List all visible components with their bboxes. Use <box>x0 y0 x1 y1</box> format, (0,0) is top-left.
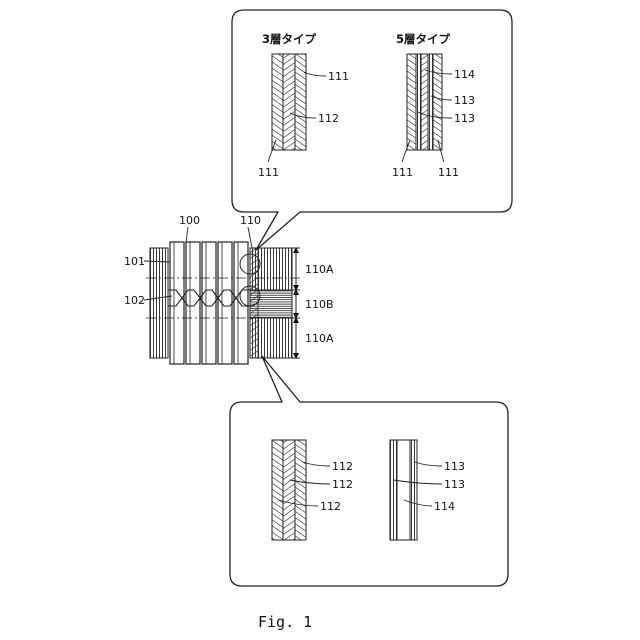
label-102: 102 <box>124 294 145 307</box>
leader-110 <box>248 227 252 248</box>
top-callout: 3層タイプ 111 112 111 5層タイプ 114 113 113 <box>232 10 512 250</box>
label-111-bl: 111 <box>392 166 413 179</box>
left-label-1: 112 <box>332 460 353 473</box>
label-110A-top: 110A <box>305 263 334 276</box>
label-111-top: 111 <box>328 70 349 83</box>
layer-114 <box>421 54 428 150</box>
right-label-1: 113 <box>444 460 465 473</box>
layer-111-right <box>295 54 306 150</box>
label-114: 114 <box>454 68 475 81</box>
label-100: 100 <box>179 214 200 227</box>
layer-112-center <box>283 54 295 150</box>
bottom-callout: 112 112 112 113 113 114 <box>230 356 508 586</box>
right-label-2: 113 <box>444 478 465 491</box>
left-outer-strip <box>150 248 168 358</box>
right-stack-layer-2 <box>397 440 410 540</box>
bar-2 <box>186 242 200 364</box>
layer-111-l <box>407 54 416 150</box>
label-113-a: 113 <box>454 94 475 107</box>
right-label-3: 114 <box>434 500 455 513</box>
label-111-br: 111 <box>438 166 459 179</box>
left-label-3: 112 <box>320 500 341 513</box>
label-101: 101 <box>124 255 145 268</box>
layer-111-left <box>272 54 283 150</box>
figure-caption: Fig. 1 <box>258 613 312 631</box>
pipe-bars <box>170 242 248 364</box>
layer-113-r <box>428 54 433 150</box>
leader-100 <box>186 227 188 242</box>
left-stack-layer-2 <box>283 440 295 540</box>
label-113-b: 113 <box>454 112 475 125</box>
label-111-bottom: 111 <box>258 166 279 179</box>
label-112: 112 <box>318 112 339 125</box>
layer-111-r <box>433 54 442 150</box>
left-stack-layer-1 <box>272 440 283 540</box>
right-stack-layer-3 <box>410 440 417 540</box>
bar-1 <box>170 242 184 364</box>
left-label-2: 112 <box>332 478 353 491</box>
label-110A-bottom: 110A <box>305 332 334 345</box>
left-stack-layer-3 <box>295 440 306 540</box>
main-structure: 100 110 101 102 110A 110B 110A <box>124 214 334 364</box>
bar-4 <box>218 242 232 364</box>
label-110: 110 <box>240 214 261 227</box>
three-layer-title: 3層タイプ <box>262 32 317 46</box>
dimension-lines <box>292 248 300 358</box>
layer-113-l <box>416 54 421 150</box>
five-layer-title: 5層タイプ <box>396 32 451 46</box>
right-stack-layer-1 <box>390 440 397 540</box>
label-110B: 110B <box>305 298 334 311</box>
